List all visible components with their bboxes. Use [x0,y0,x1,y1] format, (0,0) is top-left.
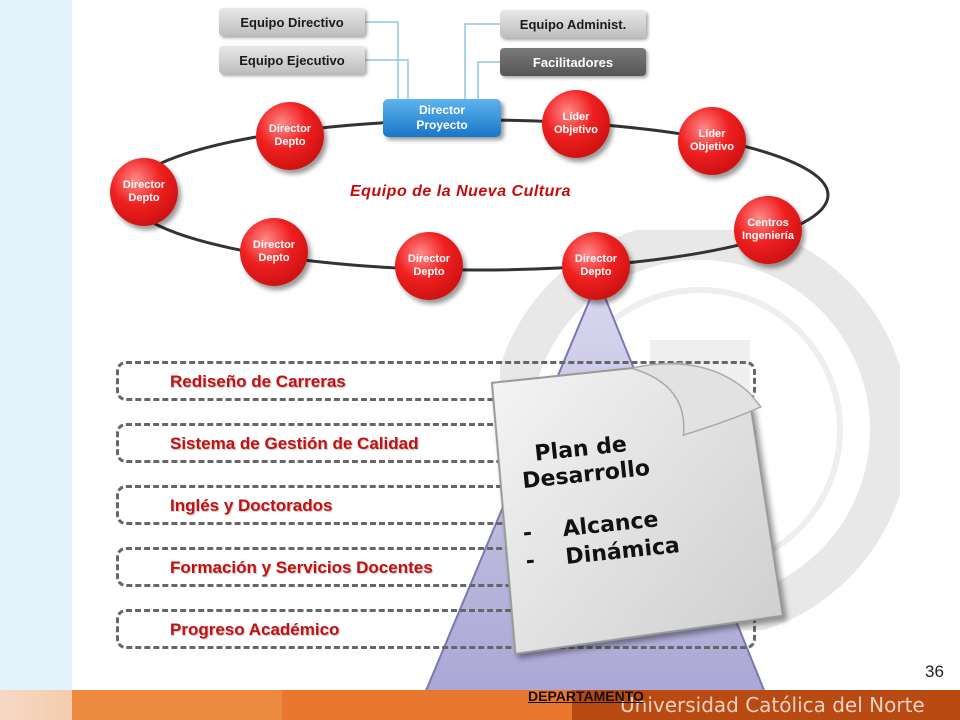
row-label-progreso: Progreso Académico [170,620,340,639]
row-label-gestion-calidad: Sistema de Gestión de Calidad [170,434,419,453]
node-line1: Director [574,253,618,265]
equipo-administ-box: Equipo Administ. [500,10,646,38]
facilitadores-box: Facilitadores [500,48,646,76]
node-line1: Director [252,239,296,251]
node-line1: Director [122,179,166,191]
equipo-ejecutivo-label: Equipo Ejecutivo [239,52,345,68]
footer-university-text: Universidad Católica del Norte [620,693,925,717]
node-line2: Depto [128,192,160,204]
node-line2: Ingeniería [742,230,794,242]
page-number: 36 [925,662,944,681]
director-proyecto-line2: Proyecto [416,118,468,132]
left-strip [0,0,72,720]
equipo-directivo-box: Equipo Directivo [219,8,365,36]
row-label-rediseno: Rediseño de Carreras [170,372,346,391]
footer-segment [572,690,960,720]
row-box-1 [116,361,756,401]
row-box-5 [116,609,756,649]
footer-bar [0,690,960,720]
departamento-label: DEPARTAMENTO [528,688,644,704]
facilitadores-label: Facilitadores [532,54,614,70]
equipo-administ-label: Equipo Administ. [519,16,627,32]
node-line2: Depto [413,266,445,278]
node-line1: Líder [562,111,590,123]
node-line2: Depto [258,252,290,264]
node-line2: Objetivo [553,124,598,136]
node-line1: Líder [698,128,726,140]
node-line1: Director [407,253,451,265]
row-label-ingles: Inglés y Doctorados [170,496,333,515]
node-line2: Depto [580,266,612,278]
doc-dash-2: - [525,548,537,574]
director-proyecto-box: Director Proyecto [383,99,501,137]
node-line1: Director [268,123,312,135]
node-line1: Centros [747,217,789,229]
doc-dash-1: - [522,521,534,547]
equipo-ejecutivo-box: Equipo Ejecutivo [219,46,365,74]
director-proyecto-line1: Director [418,103,465,117]
footer-segment [72,690,282,720]
equipo-directivo-label: Equipo Directivo [240,14,344,30]
node-line2: Depto [274,136,306,148]
ellipse-label: Equipo de la Nueva Cultura [350,183,572,200]
footer-segment [282,690,572,720]
node-line2: Objetivo [689,141,734,153]
row-label-formacion: Formación y Servicios Docentes [170,558,433,577]
